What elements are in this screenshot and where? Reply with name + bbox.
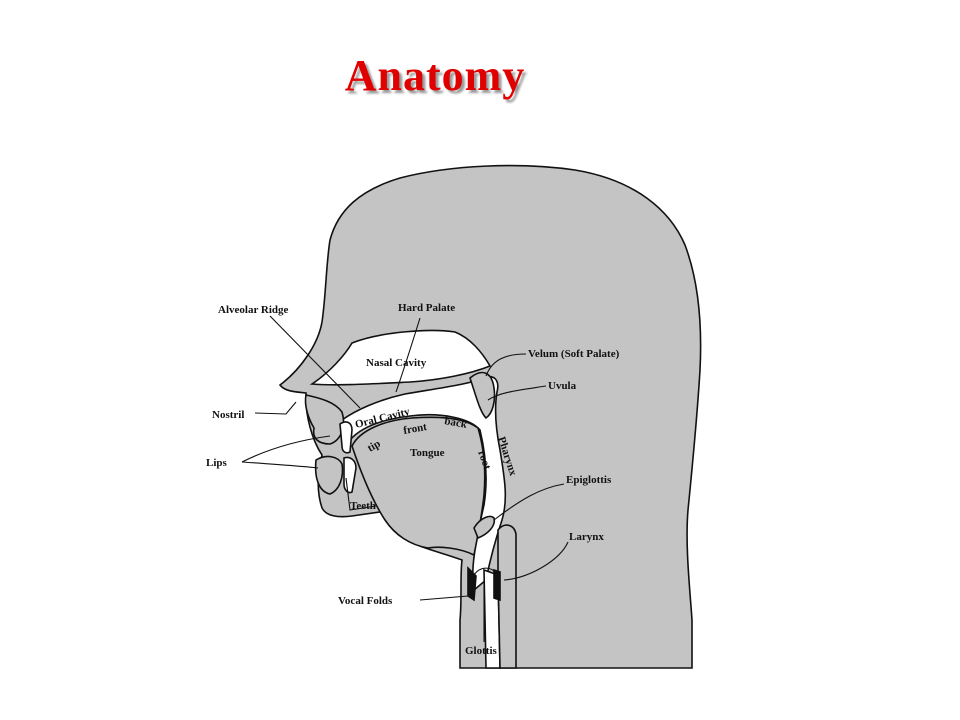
nasal-cavity	[309, 329, 492, 386]
leader-lines	[241, 315, 569, 642]
label-uvula: Uvula	[548, 380, 577, 392]
label-nostril: Nostril	[212, 409, 244, 421]
label-epiglottis: Epiglottis	[566, 474, 612, 486]
label-vocal-folds: Vocal Folds	[338, 595, 393, 607]
page-title: Anatomy	[344, 51, 526, 100]
label-velum: Velum (Soft Palate)	[528, 348, 620, 360]
epiglottis-shape	[473, 515, 496, 540]
label-glottis: Glottis	[465, 645, 497, 657]
velum-shape	[469, 371, 496, 420]
label-front: front	[402, 421, 428, 437]
label-teeth: Teeth	[350, 500, 376, 512]
upper-lip	[304, 394, 345, 445]
upper-teeth	[339, 421, 353, 454]
vocal-fold-right	[493, 568, 501, 602]
label-lips: Lips	[206, 457, 228, 469]
tongue	[351, 416, 486, 557]
lower-lip	[314, 455, 344, 495]
label-alveolar-ridge: Alveolar Ridge	[218, 304, 288, 316]
label-larynx: Larynx	[569, 531, 604, 543]
label-hard-palate: Hard Palate	[398, 302, 455, 314]
label-tongue: Tongue	[410, 447, 445, 459]
trachea-wall	[497, 524, 517, 669]
label-back: back	[443, 415, 468, 431]
label-nasal-cavity: Nasal Cavity	[366, 357, 427, 369]
label-tip: tip	[366, 438, 383, 455]
glottis-ring	[473, 567, 497, 576]
